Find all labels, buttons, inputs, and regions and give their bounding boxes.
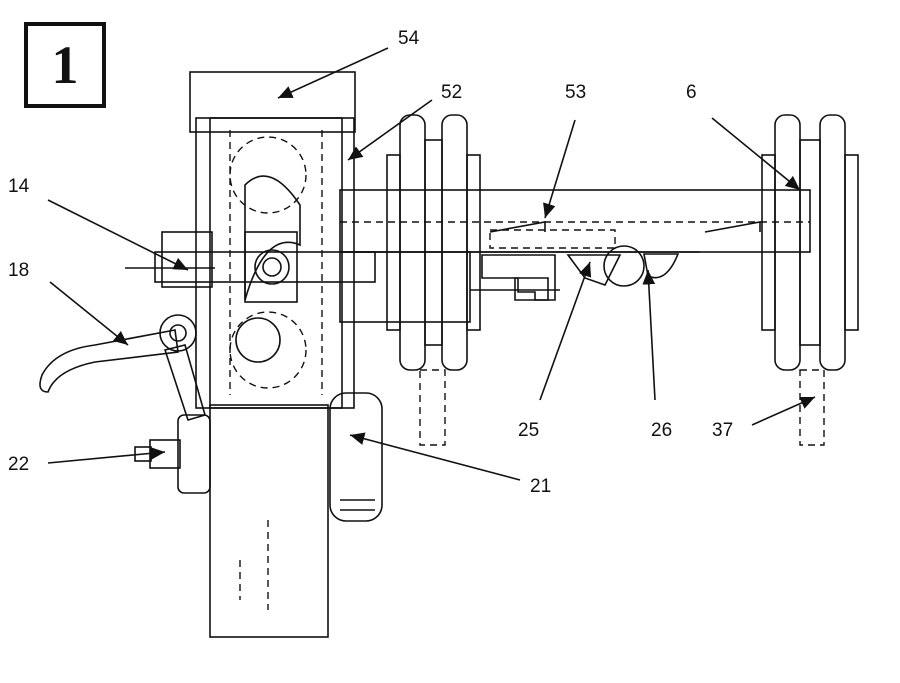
lever-handle-18 <box>39 314 206 421</box>
support-post <box>209 404 329 638</box>
callout-18: 18 <box>8 260 29 281</box>
blue-knob-21 <box>329 392 383 522</box>
callout-52: 52 <box>441 82 462 103</box>
callout-25: 25 <box>518 420 539 441</box>
callout-37: 37 <box>712 420 733 441</box>
red-pin-14 <box>125 231 376 303</box>
green-slider-block <box>189 71 356 409</box>
callout-21: 21 <box>530 476 551 497</box>
part-53-rail <box>489 221 761 249</box>
left-pulley <box>386 114 481 446</box>
callout-labels: 54 52 53 6 14 18 22 21 25 26 37 <box>8 28 733 497</box>
right-pulley <box>761 114 859 446</box>
callout-53: 53 <box>565 82 586 103</box>
figure-number-badge: 1 <box>24 22 106 108</box>
callout-leaders <box>47 47 816 481</box>
horizontal-shaft <box>339 189 811 323</box>
callout-54: 54 <box>398 28 420 49</box>
red-latch-parts <box>481 254 622 301</box>
callout-6: 6 <box>686 82 697 103</box>
callout-22: 22 <box>8 454 29 475</box>
callout-14: 14 <box>8 176 30 197</box>
callout-26: 26 <box>651 420 672 441</box>
